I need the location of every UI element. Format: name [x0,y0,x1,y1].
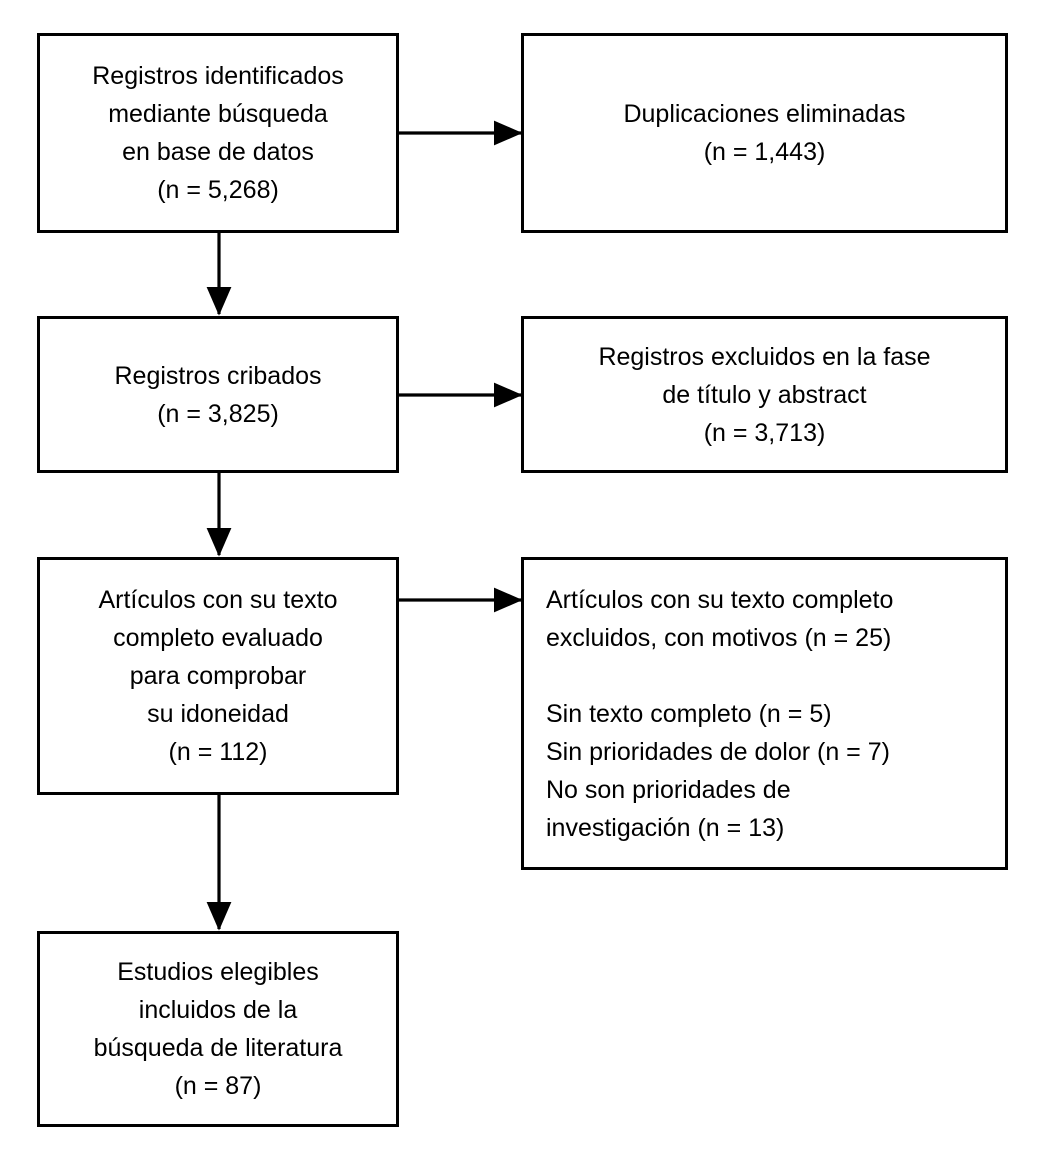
box-duplicaciones-eliminadas: Duplicaciones eliminadas (n = 1,443) [521,33,1008,233]
box-count: excluidos, con motivos (n = 25) [546,623,892,652]
box-count: (n = 3,825) [157,399,279,428]
box-line: Estudios elegibles [117,958,319,986]
exclusion-reason: Sin prioridades de dolor (n = 7) [546,737,890,766]
box-estudios-elegibles-incluidos: Estudios elegibles incluidos de la búsqu… [37,931,399,1127]
box-articulos-texto-completo-evaluado: Artículos con su texto completo evaluado… [37,557,399,795]
box-count: (n = 5,268) [157,176,279,204]
box-registros-cribados: Registros cribados (n = 3,825) [37,316,399,473]
exclusion-reason: No son prioridades de [546,775,791,804]
box-registros-excluidos-titulo-abstract: Registros excluidos en la fase de título… [521,316,1008,473]
box-line: Artículos con su texto [98,586,338,614]
box-line: Duplicaciones eliminadas [623,100,906,128]
box-line: en base de datos [122,138,314,166]
box-line: de título y abstract [662,380,867,409]
exclusion-reason: investigación (n = 13) [546,813,785,842]
box-articulos-excluidos-con-motivos: Artículos con su texto completo excluido… [521,557,1008,870]
box-line: búsqueda de literatura [93,1034,343,1062]
box-count: (n = 87) [174,1072,262,1100]
box-count: (n = 3,713) [703,418,826,447]
box-line: incluidos de la [138,996,298,1024]
box-count: (n = 1,443) [703,138,826,166]
box-line: Artículos con su texto completo [546,585,894,614]
box-line: Registros identificados [92,62,344,90]
exclusion-reason: Sin texto completo (n = 5) [546,699,832,728]
box-line: Registros excluidos en la fase [598,342,931,371]
box-count: (n = 112) [168,738,268,766]
box-line: completo evaluado [113,624,323,652]
box-registros-identificados: Registros identificados mediante búsqued… [37,33,399,233]
box-line: Registros cribados [114,361,322,390]
box-line: mediante búsqueda [108,100,328,128]
box-line: su idoneidad [147,700,289,728]
box-line: para comprobar [129,662,307,690]
